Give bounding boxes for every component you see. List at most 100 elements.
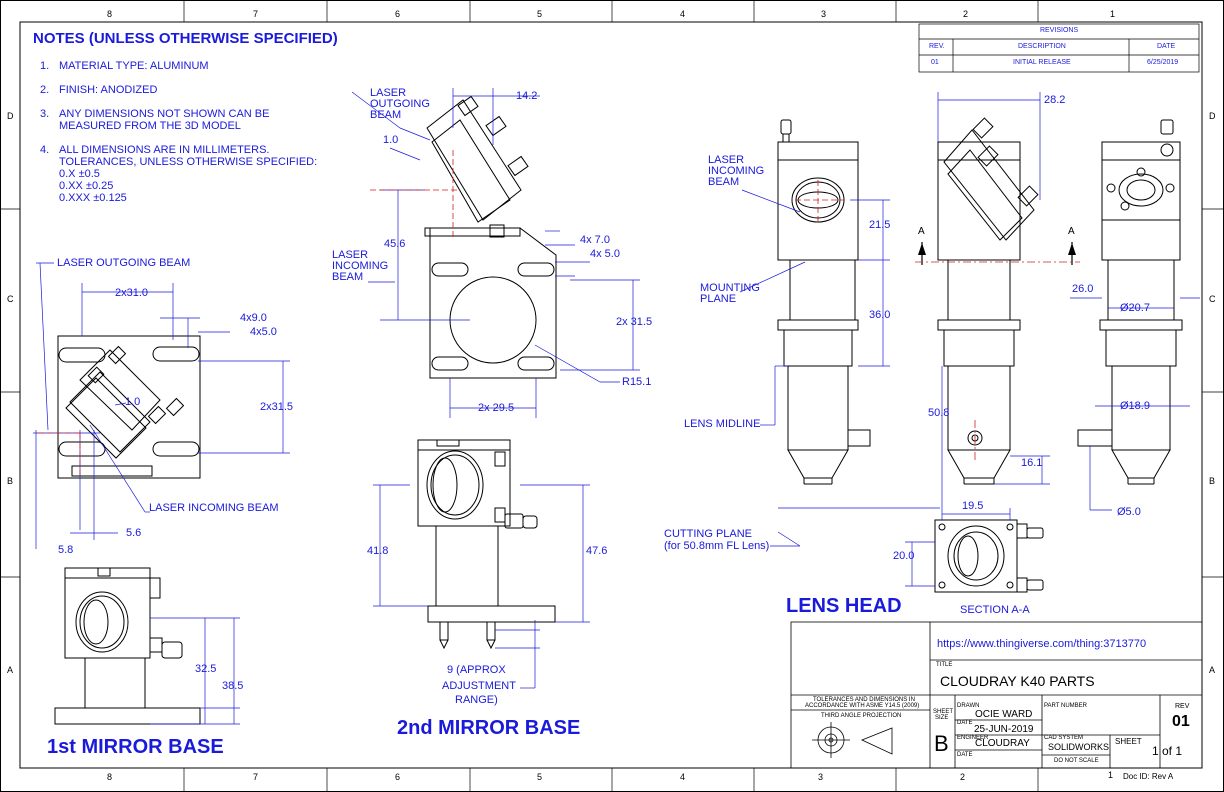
zone-bottom-2: 2 [960,772,966,782]
note-2-text: FINISH: ANODIZED [59,84,158,96]
m2-outgoing-1: LASER [370,87,407,99]
note-3-text: ANY DIMENSIONS NOT SHOWN CAN BE [59,108,270,120]
m1-dim-32-5: 32.5 [195,663,217,675]
zone-bottom-8: 8 [107,772,113,782]
zone-top-7: 7 [253,9,259,19]
lh-incoming-3: BEAM [708,176,740,188]
m2-incoming-2: INCOMING [332,260,389,272]
mirror1-title: 1st MIRROR BASE [47,736,224,758]
zone-row-a-left: A [7,665,14,675]
m1-dim-1: 1.0 [125,396,141,408]
engineer-label: ENGINEER [957,735,989,741]
lh-dim-dia-18-9: Ø18.9 [1120,400,1150,412]
m1-dim-5-6: 5.6 [126,527,142,539]
rev-row-date: 6/25/2019 [1147,59,1179,66]
sheet-size-label-2: SIZE [935,715,949,721]
tolerance-1: 0.X ±0.5 [59,168,100,180]
m1-dim-2x31: 2x31.0 [115,287,149,299]
section-a-a-label: SECTION A-A [960,604,1030,616]
m2-adjust-1: 9 (APPROX [447,664,506,676]
lh-dim-26: 26.0 [1072,283,1094,295]
m2-dim-45-6: 45.6 [384,238,406,250]
m2-incoming-3: BEAM [332,271,364,283]
sheet-size: B [934,731,949,756]
notes-title: NOTES (UNLESS OTHERWISE SPECIFIED) [33,30,338,47]
m2-incoming-1: LASER [332,249,369,261]
date-label: DATE [957,720,973,726]
note-3-num: 3. [40,108,50,120]
m2-dim-47-6: 47.6 [586,545,608,557]
zone-row-b-left: B [7,476,14,486]
mirror2-title: 2nd MIRROR BASE [397,717,581,739]
doc-id: Doc ID: Rev A [1123,772,1174,781]
zone-top-8: 8 [107,9,113,19]
tolerance-note-1: TOLERANCES AND DIMENSIONS IN [813,697,915,703]
m2-dim-4x7: 4x 7.0 [580,234,610,246]
zone-top-6: 6 [395,9,401,19]
zone-bottom-6: 6 [395,772,401,782]
zone-row-d-right: D [1209,111,1216,121]
lh-dim-19-5: 19.5 [962,500,984,512]
cad-label: CAD SYSTEM [1044,735,1084,741]
revisions-title: REVISIONS [1040,27,1079,34]
m1-dim-2x315: 2x31.5 [260,401,294,413]
do-not-scale: DO NOT SCALE [1054,758,1099,764]
m1-dim-4x9: 4x9.0 [240,312,267,324]
zone-top-4: 4 [680,9,686,19]
rev-value: 01 [1172,713,1190,730]
m1-dim-5-8: 5.8 [58,544,74,556]
zone-top-1: 1 [1110,9,1116,19]
zone-top-2: 2 [963,9,969,19]
rev-row-description: INITIAL RELEASE [1013,59,1071,66]
m2-adjust-2: ADJUSTMENT [442,680,516,692]
m2-dim-r15-1: R15.1 [622,376,652,388]
tolerance-3: 0.XXX ±0.125 [59,192,127,204]
zone-row-c-left: C [7,294,14,304]
lens-head-title: LENS HEAD [786,595,902,617]
m2-dim-4x5: 4x 5.0 [590,248,620,260]
rev-label: REV [1175,703,1190,710]
lh-dim-36: 36.0 [869,309,891,321]
m2-dim-14-2: 14.2 [516,90,538,102]
drawn-by: OCIE WARD [975,709,1033,720]
section-mark-a-left: A [918,226,925,237]
zone-row-a-right: A [1209,665,1216,675]
lh-lens-midline: LENS MIDLINE [684,418,761,430]
lh-dim-20: 20.0 [893,550,915,562]
note-4-text: ALL DIMENSIONS ARE IN MILLIMETERS. [59,144,270,156]
engineer: CLOUDRAY [975,738,1030,749]
m2-outgoing-2: OUTGOING [370,98,430,110]
note-4-num: 4. [40,144,50,156]
m2-adjust-3: RANGE) [455,694,498,706]
part-number-label: PART NUMBER [1044,703,1088,709]
lh-mounting-1: MOUNTING [700,282,760,294]
zone-bottom-1: 1 [1108,770,1114,780]
cad-system: SOLIDWORKS [1048,742,1110,752]
date2-label: DATE [957,752,973,758]
section-mark-a-right: A [1068,226,1075,237]
m2-dim-2x29-5: 2x 29.5 [478,402,515,414]
m2-dim-1: 1.0 [383,134,399,146]
note-1-text: MATERIAL TYPE: ALUMINUM [59,60,209,72]
projection-label: THIRD ANGLE PROJECTION [821,713,902,719]
zone-bottom-5: 5 [537,772,543,782]
sheet-number: 1 of 1 [1152,744,1183,758]
drawing-title: CLOUDRAY K40 PARTS [940,673,1095,689]
lh-dim-dia-5: Ø5.0 [1117,506,1141,518]
drawn-label: DRAWN [957,703,980,709]
m2-dim-41-8: 41.8 [367,545,389,557]
zone-bottom-4: 4 [680,772,686,782]
rev-row-rev: 01 [931,59,939,66]
title-label: TITLE [936,662,953,668]
lh-incoming-2: INCOMING [708,165,765,177]
lh-incoming-1: LASER [708,154,745,166]
date-header: DATE [1157,43,1176,50]
lh-cutting-plane-2: (for 50.8mm FL Lens) [664,540,770,552]
zone-row-d-left: D [7,111,14,121]
zone-bottom-3: 3 [818,772,824,782]
note-3-text-2: MEASURED FROM THE 3D MODEL [59,120,241,132]
note-2-num: 2. [40,84,50,96]
tolerance-2: 0.XX ±0.25 [59,180,114,192]
